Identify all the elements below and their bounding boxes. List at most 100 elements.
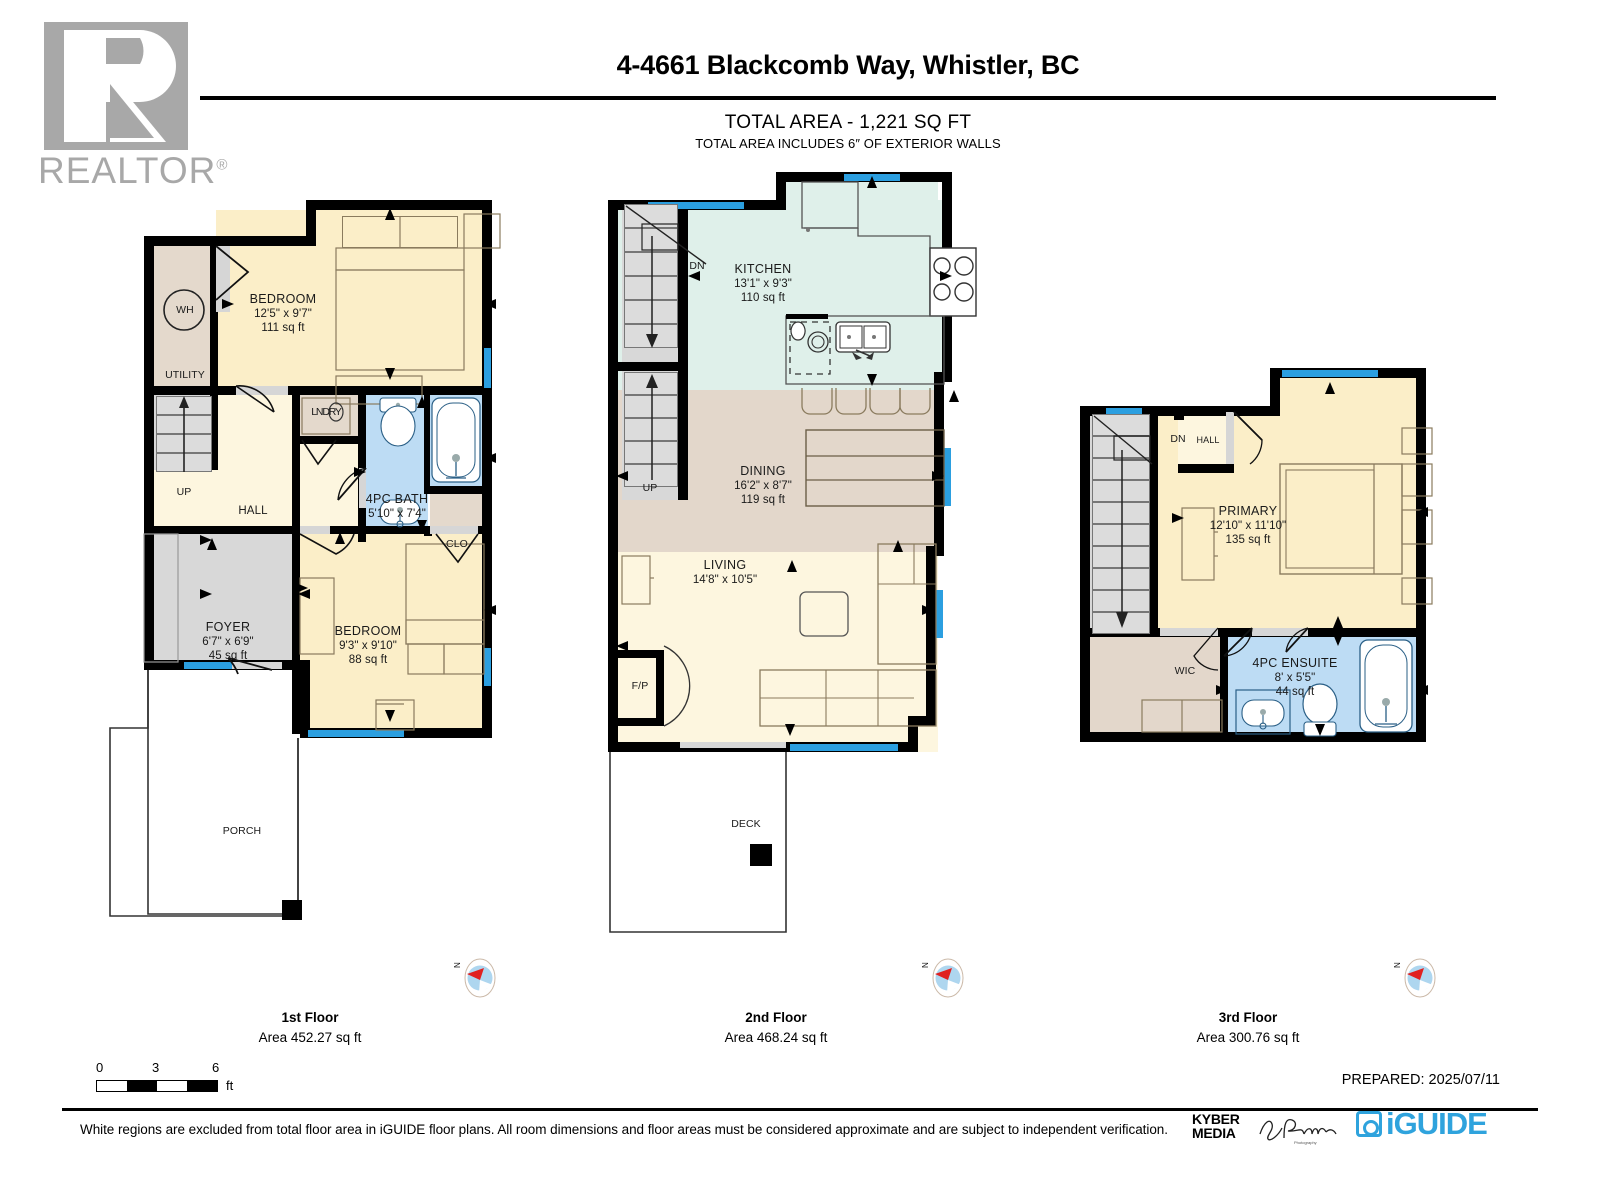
wall-ensuite-top [1220,628,1426,637]
label-dining-name: DINING [740,464,786,478]
floor-plan-2nd-floor: DN UP KITCHEN 13'1" x 9'3" 110 sq ft DIN… [608,172,977,940]
scale-segment [127,1081,157,1091]
wall-fireplace-right [656,650,664,726]
room-living [618,552,938,752]
compass-rose-1st-floor: N [452,952,496,1004]
window-kitchen-top-left [648,202,744,209]
stair-tread [1092,546,1150,568]
window-bedroom1-right [484,348,491,388]
stair-tread [624,252,678,276]
wall-closet-left [424,534,432,536]
window-living-bottom [790,744,898,751]
label-4pc-ensuite-dims: 8' x 5'5" [1274,672,1316,685]
window-bedroom2-right [484,648,491,686]
window-dining-right [944,448,951,506]
wall-stair-divider [618,362,688,371]
fixtures-ensuite [1235,639,1413,737]
camera-view-markers [200,208,496,722]
stair-tread [1092,458,1150,480]
door-living-slider [680,742,786,748]
label-stairs-down: DN [689,260,705,272]
label-foyer: FOYER 6'7" x 6'9" 45 sq ft [182,620,274,663]
label-fireplace: F/P [631,680,649,692]
label-primary-name: PRIMARY [1218,504,1278,518]
wall-notch-vert [1270,368,1280,416]
kyber-line-1: KYBER [1192,1111,1240,1127]
label-4pc-ensuite-name: 4PC ENSUITE [1252,656,1338,670]
door-ensuite-opening [1252,628,1308,636]
iguide-camera-icon [1356,1110,1382,1137]
wall-foyer-top [144,526,304,534]
window-foyer-bottom [184,662,234,669]
caption-3rd-floor-name: 3rd Floor [1218,1010,1278,1025]
door-hall-opening [1226,412,1234,464]
label-closet: CLO [446,538,468,550]
stair-direction-arrow-down [1093,415,1153,628]
compass-north-label: N [453,962,462,968]
wall-top-hall [1174,406,1280,416]
door-wic-opening [1160,628,1218,636]
wall-bottom-step [908,716,918,742]
room-utility [154,244,216,394]
wall-stair-right [210,394,218,470]
wall-bottom-jog [908,716,936,726]
door-swings [215,245,479,675]
label-laundry: LNDRY [311,406,342,418]
scale-segment [157,1081,187,1091]
label-hall: HALL [238,505,268,517]
stair-tread [624,276,678,300]
label-hall: HALL [1196,435,1220,445]
scale-segment [187,1081,217,1091]
wall-utility-right [210,244,218,394]
door-bedroom2-opening [300,526,330,534]
label-4pc-bath: 4PC BATH 5'10" x 7'4" [362,492,432,521]
camera-view-markers [616,176,959,736]
compass-rose-3rd-floor: N [1392,952,1436,1004]
wall-stair-right-upper [678,202,688,362]
stair-direction-arrow-up [179,396,189,472]
compass-rose-2nd-floor: N [920,952,964,1004]
realtor-wordmark-text: REALTOR [38,150,217,191]
label-bedroom-2: BEDROOM 9'3" x 9'10" 88 sq ft [318,624,418,667]
registered-icon: ® [216,156,229,174]
label-4pc-bath-dims: 5'10" x 7'4" [368,508,426,521]
page-title: 4-4661 Blackcomb Way, Whistler, BC [616,50,1080,80]
label-stairs-up: UP [176,486,192,498]
caption-3rd-floor-area: Area 300.76 sq ft [1196,1030,1300,1046]
camera-view-markers [1172,382,1428,736]
wall-wic-top [1080,628,1228,637]
label-deck: DECK [731,818,761,830]
fixtures-bathroom [301,397,481,528]
wall-tub-left [424,394,430,490]
label-dining-dims: 16'2" x 8'7" [734,480,792,493]
fixtures-kitchen [785,181,977,415]
caption-1st-floor-area: Area 452.27 sq ft [258,1030,362,1046]
wall-right-lower [482,538,492,734]
door-bath-opening [359,468,366,508]
scale-tick-3: 3 [152,1060,160,1075]
wall-top-left [144,236,316,246]
stair-tread [1092,568,1150,590]
prepared-date: PREPARED: 2025/07/11 [1341,1072,1500,1088]
label-bedroom-2-name: BEDROOM [334,624,402,638]
label-4pc-ensuite: 4PC ENSUITE 8' x 5'5" 44 sq ft [1240,656,1350,699]
label-stairs-down: DN [1170,433,1186,445]
photographer-signature: Photography [1254,1112,1354,1146]
label-water-heater: WH [176,304,194,316]
wall-laundry-left [292,394,300,542]
furniture-dining [805,429,945,507]
wall-wic-ensuite-divider [1220,628,1228,740]
disclaimer-text: White regions are excluded from total fl… [80,1122,1168,1137]
wall-fireplace-bottom [618,718,664,726]
window-living-right [936,590,943,638]
window-bedroom2-bottom [308,730,404,737]
label-4pc-bath-name: 4PC BATH [365,492,429,506]
stair-tread [624,300,678,324]
label-foyer-dims: 6'7" x 6'9" [202,636,254,649]
window-primary-top [1282,370,1378,377]
wall-fireplace-top [618,650,664,658]
wall-left-exterior [1080,406,1090,742]
stair-tread [624,395,678,418]
wall-foyer-right [300,660,310,738]
